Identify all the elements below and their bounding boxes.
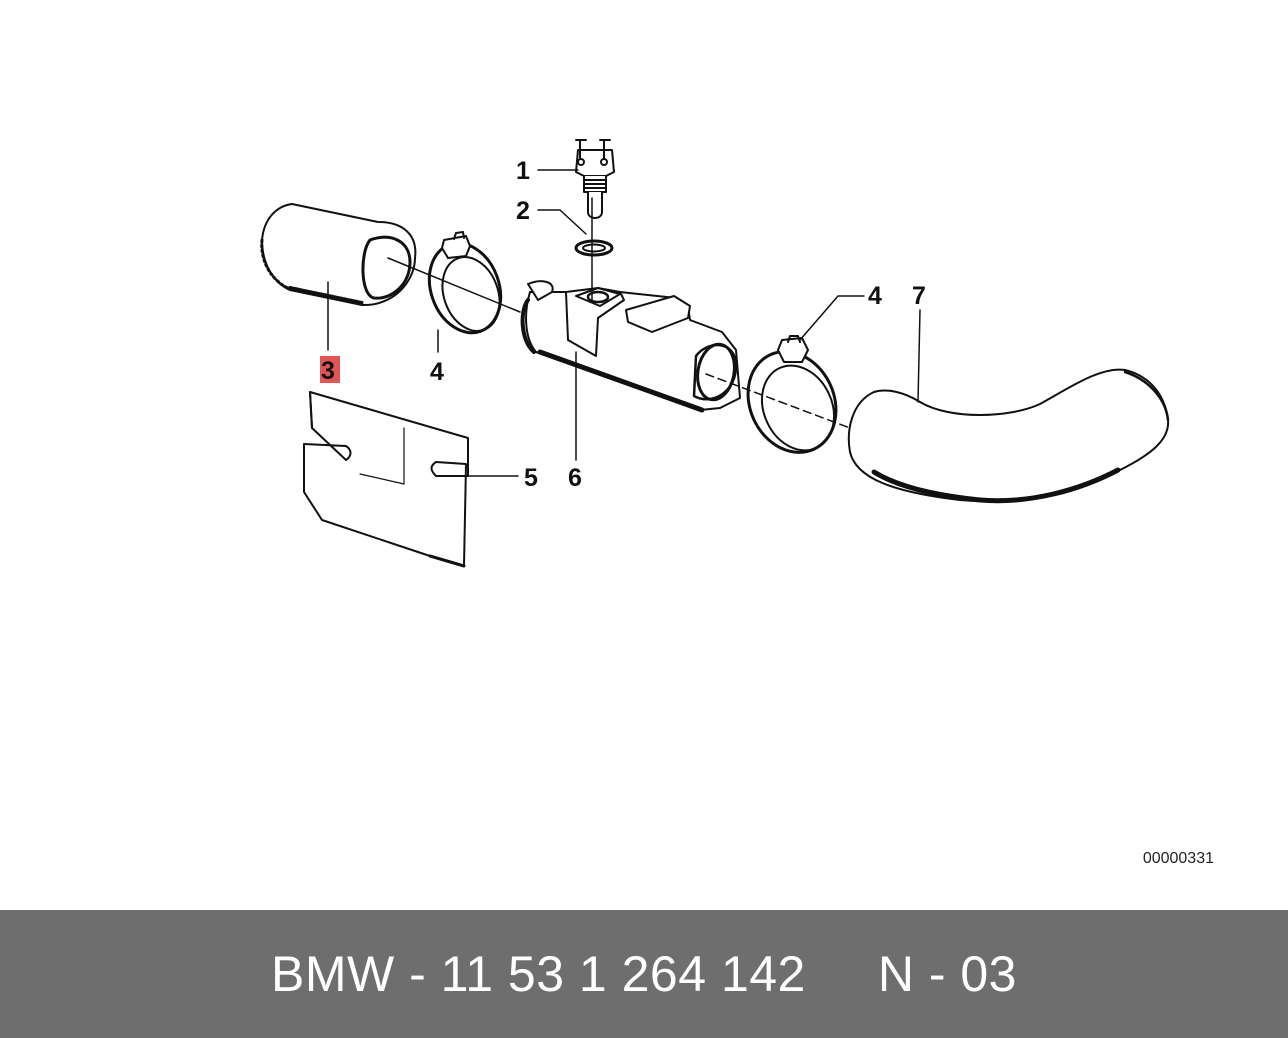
hose-clamp-part-4-right (746, 335, 838, 454)
part-number-text: BMW - 11 53 1 264 142 N - 03 (271, 946, 1017, 1002)
assembly-axis (387, 197, 851, 429)
callout-4-right: 4 (868, 282, 882, 310)
pipe-part-6 (520, 280, 741, 413)
curved-hose-part-7 (847, 368, 1170, 504)
seal-ring-part-2 (574, 239, 614, 257)
callout-7: 7 (912, 282, 926, 310)
callout-6: 6 (568, 464, 582, 492)
hose-part-3 (260, 203, 417, 307)
parts-diagram: 1 2 3 4 4 5 6 7 00000331 (260, 139, 1214, 867)
leader-lines (327, 169, 921, 477)
hose-clamp-part-4-left (427, 231, 503, 335)
callout-5: 5 (524, 464, 538, 492)
sensor-part-1 (575, 139, 615, 219)
heat-shield-part-5 (303, 391, 469, 568)
callout-2: 2 (516, 197, 530, 225)
part-number-banner: BMW - 11 53 1 264 142 N - 03 (0, 910, 1288, 1038)
drawing-reference-number: 00000331 (1143, 850, 1214, 867)
callout-1: 1 (516, 157, 530, 185)
callout-4-left: 4 (430, 358, 444, 386)
callout-3-highlight (320, 356, 340, 383)
callout-3: 3 (321, 357, 335, 385)
